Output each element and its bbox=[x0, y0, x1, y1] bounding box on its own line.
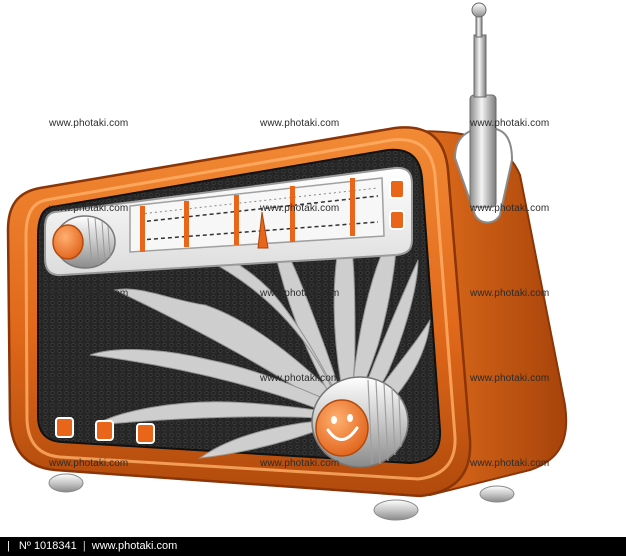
radio-foot-right bbox=[479, 485, 515, 503]
preset-button-top bbox=[389, 179, 405, 199]
footer-separator: | bbox=[82, 540, 86, 552]
radio-foot-center bbox=[373, 499, 419, 521]
watermark-text: www.photaki.com bbox=[470, 458, 550, 469]
watermark-text: www.photaki.com bbox=[49, 203, 129, 214]
radio-foot-left bbox=[48, 473, 84, 493]
dial-marker bbox=[184, 201, 189, 247]
sunburst-decoration bbox=[89, 213, 431, 459]
antenna-mast-lower bbox=[469, 94, 497, 208]
watermark-text: www.photaki.com bbox=[49, 458, 129, 469]
volume-knob bbox=[52, 215, 116, 269]
footer-prefix: | bbox=[7, 540, 10, 552]
watermark-text: www.photaki.com bbox=[470, 288, 550, 299]
watermark-text: www.photaki.com bbox=[260, 288, 340, 299]
radio-illustration bbox=[6, 2, 568, 521]
function-button bbox=[55, 417, 74, 438]
watermark-text: www.photaki.com bbox=[260, 458, 340, 469]
function-button bbox=[136, 423, 155, 444]
frequency-dial bbox=[129, 177, 385, 253]
dial-marker bbox=[234, 195, 239, 245]
dial-marker bbox=[350, 178, 355, 236]
smiley-face-icon bbox=[315, 399, 369, 457]
tuning-panel bbox=[44, 166, 413, 277]
watermark-text: www.photaki.com bbox=[49, 373, 129, 384]
dial-needle bbox=[257, 211, 269, 249]
watermark-text: www.photaki.com bbox=[470, 118, 550, 129]
footer-image-id: Nº 1018341 bbox=[18, 540, 77, 552]
watermark-text: www.photaki.com bbox=[260, 373, 340, 384]
watermark-text: www.photaki.com bbox=[260, 203, 340, 214]
dial-marker bbox=[290, 186, 295, 242]
bottom-buttons bbox=[55, 417, 155, 444]
function-button bbox=[95, 420, 114, 441]
antenna bbox=[453, 2, 514, 224]
watermark-text: www.photaki.com bbox=[49, 118, 129, 129]
watermark-text: www.photaki.com bbox=[470, 203, 550, 214]
preset-button-bottom bbox=[389, 210, 405, 230]
footer-site-link[interactable]: www.photaki.com bbox=[91, 540, 178, 552]
watermark-text: www.photaki.com bbox=[260, 118, 340, 129]
antenna-tip bbox=[471, 2, 487, 18]
watermark-text: www.photaki.com bbox=[470, 373, 550, 384]
watermark-text: www.photaki.com bbox=[49, 288, 129, 299]
antenna-mast-middle bbox=[473, 34, 487, 98]
dial-marker bbox=[140, 206, 145, 252]
footer-bar: | Nº 1018341 | www.photaki.com bbox=[0, 537, 626, 556]
tuning-knob-smiley bbox=[311, 376, 409, 468]
